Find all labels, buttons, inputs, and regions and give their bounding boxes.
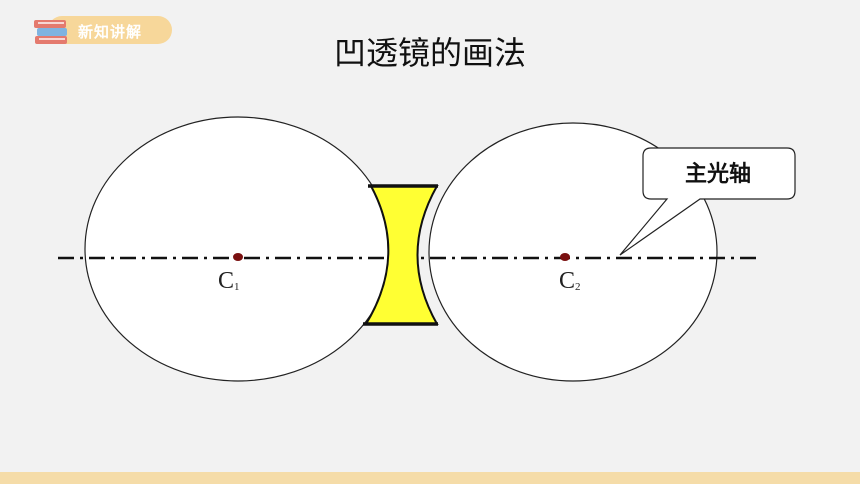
callout-bubble	[619, 147, 796, 256]
books-icon	[34, 20, 67, 44]
badge-label: 新知讲解	[78, 23, 143, 41]
label-c2: C2	[559, 268, 581, 295]
callout-label: 主光轴	[684, 162, 751, 187]
badge-pill	[48, 16, 172, 44]
section-badge: 新知讲解	[30, 12, 174, 48]
label-c1-subscript: 1	[234, 281, 240, 293]
label-c2-subscript: 2	[575, 281, 581, 293]
page-title: 凹透镜的画法	[333, 34, 526, 72]
footer-bar	[0, 472, 860, 484]
center-point-c1	[233, 253, 243, 261]
label-c2-letter: C	[559, 268, 576, 294]
label-c1-letter: C	[218, 268, 235, 294]
left-circle	[84, 116, 392, 382]
label-c1: C1	[218, 268, 240, 295]
center-point-c2	[560, 253, 570, 261]
